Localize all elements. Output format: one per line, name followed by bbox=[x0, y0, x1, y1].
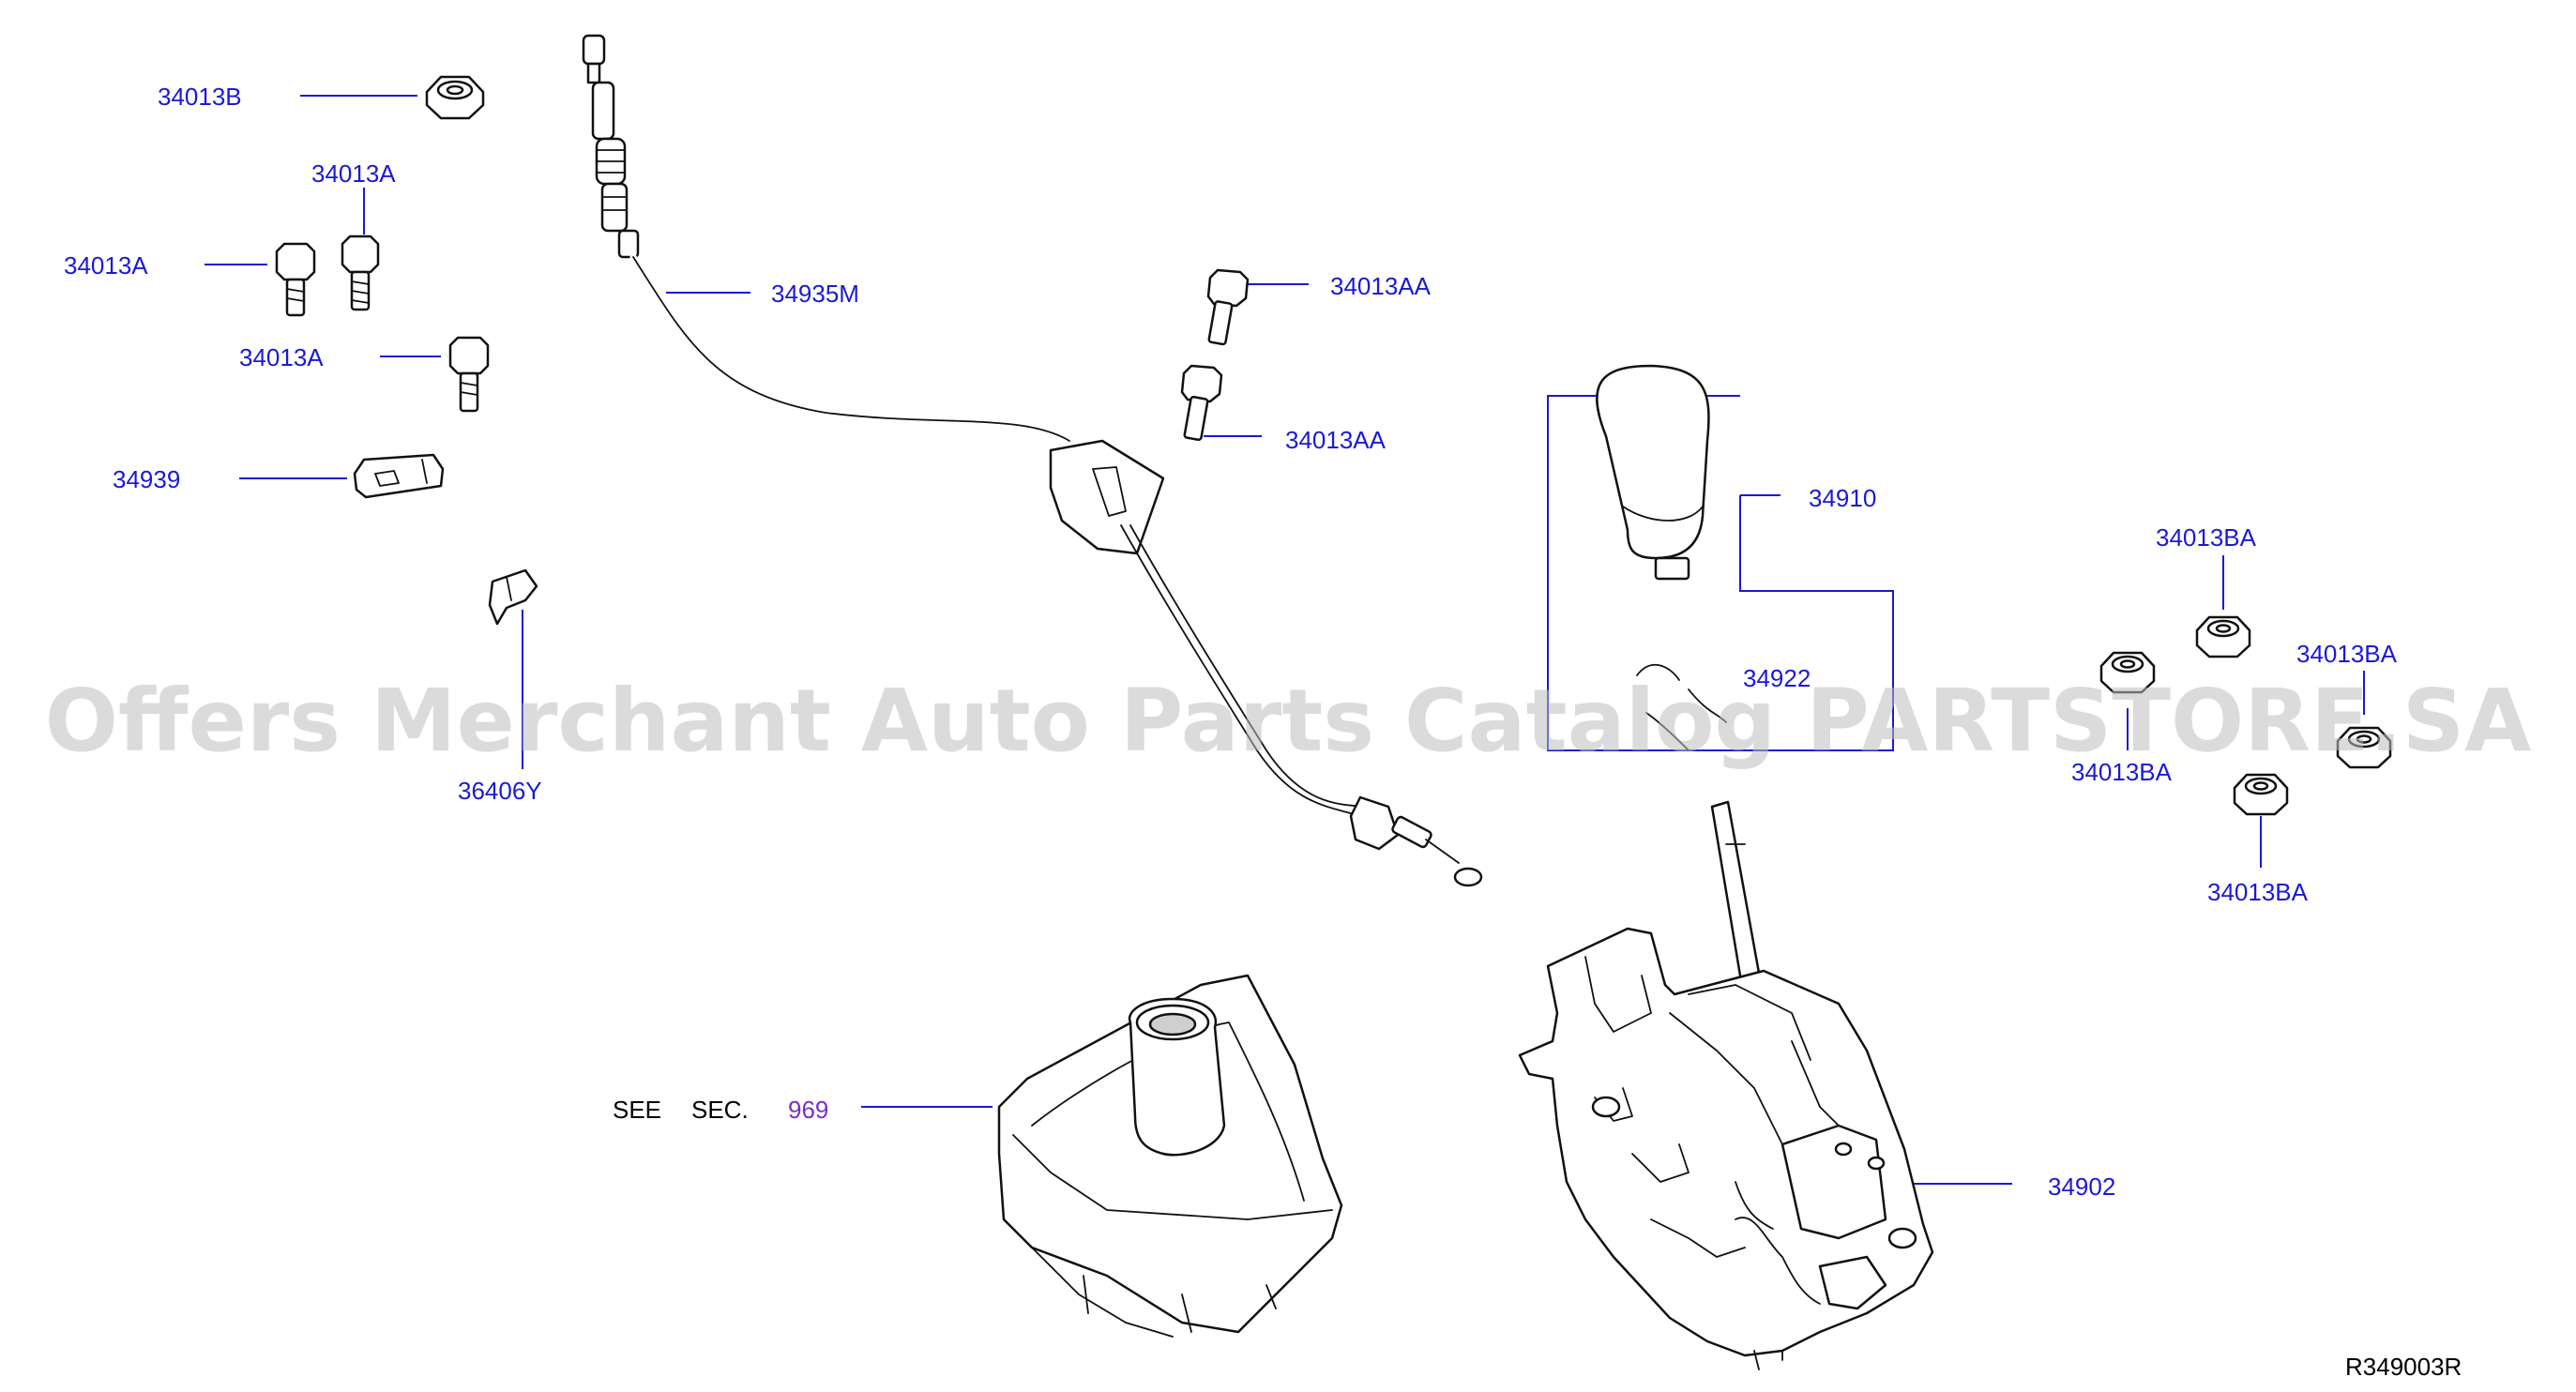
part-label-34910[interactable]: 34910 bbox=[1809, 484, 1876, 512]
part-label-34922[interactable]: 34922 bbox=[1743, 664, 1811, 692]
part-label-34013BA-right[interactable]: 34013BA bbox=[2296, 640, 2398, 668]
bolt-34013A-left-drawing bbox=[275, 242, 316, 317]
leader-lines bbox=[205, 95, 2365, 1185]
section-969-link[interactable]: 969 bbox=[788, 1096, 828, 1124]
part-label-34013AA-low[interactable]: 34013AA bbox=[1285, 426, 1386, 454]
bolt-34013A-top-drawing bbox=[341, 235, 380, 311]
see-section-reference: SEE SEC. 969 bbox=[613, 1096, 828, 1124]
nut-34013BA-top-drawing bbox=[2195, 615, 2251, 658]
clip-34939-drawing bbox=[353, 453, 445, 499]
part-label-34013A-left[interactable]: 34013A bbox=[64, 251, 148, 280]
part-label-34013BA-bottom[interactable]: 34013BA bbox=[2207, 878, 2309, 906]
bezel-969-drawing bbox=[997, 974, 1343, 1338]
part-label-34013A-top[interactable]: 34013A bbox=[311, 159, 396, 188]
part-label-34013A-low[interactable]: 34013A bbox=[239, 343, 324, 371]
clip-36406Y-drawing bbox=[488, 568, 538, 626]
part-label-34939[interactable]: 34939 bbox=[113, 465, 180, 493]
part-label-34013AA-top[interactable]: 34013AA bbox=[1330, 272, 1432, 300]
control-cable-34935M-drawing bbox=[582, 34, 1483, 887]
sec-text: SEC. bbox=[691, 1096, 749, 1124]
shift-knob-34910-drawing bbox=[1596, 364, 1710, 581]
diagram-id: R349003R bbox=[2345, 1353, 2462, 1381]
part-34922-drawing bbox=[1636, 664, 1727, 751]
nut-34013B-drawing bbox=[425, 75, 485, 120]
bolt-34013AA-top-drawing bbox=[1206, 268, 1250, 346]
part-label-34935M[interactable]: 34935M bbox=[771, 280, 859, 308]
part-label-36406Y[interactable]: 36406Y bbox=[458, 777, 542, 805]
bolt-34013A-low-drawing bbox=[448, 336, 490, 413]
shifter-assembly-34902-drawing bbox=[1518, 800, 1934, 1370]
part-label-34013BA-top[interactable]: 34013BA bbox=[2156, 523, 2257, 552]
nut-34013BA-bottom-drawing bbox=[2233, 773, 2289, 816]
watermark-text: Offers Merchant Auto Parts Catalog PARTS… bbox=[45, 671, 2532, 771]
part-label-34013B[interactable]: 34013B bbox=[158, 83, 242, 111]
see-text: SEE bbox=[613, 1096, 661, 1124]
part-label-34902[interactable]: 34902 bbox=[2048, 1173, 2115, 1201]
bolt-34013AA-low-drawing bbox=[1180, 364, 1223, 442]
nut-34013BA-right-drawing bbox=[2336, 726, 2392, 769]
nut-34013BA-left-drawing bbox=[2099, 651, 2156, 694]
part-label-34013BA-left[interactable]: 34013BA bbox=[2071, 758, 2173, 786]
